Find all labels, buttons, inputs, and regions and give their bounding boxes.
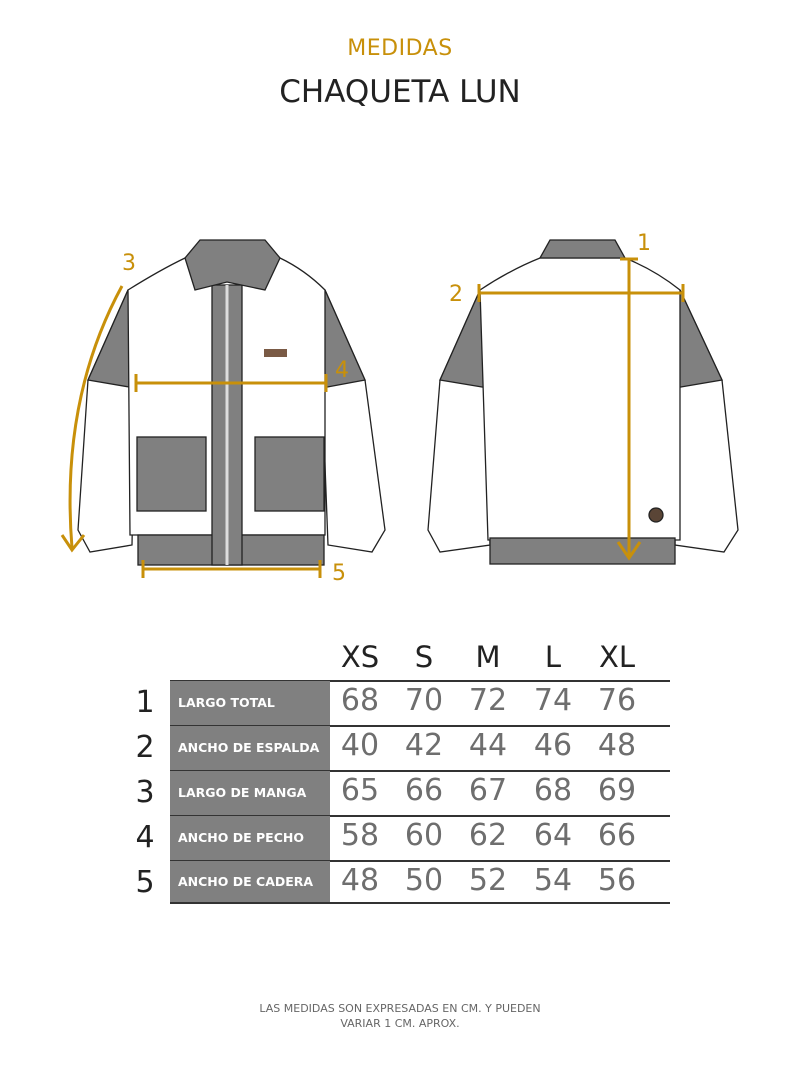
row-number: 3 xyxy=(135,775,155,810)
table-row: 4 ANCHO DE PECHO 58 60 62 64 66 xyxy=(130,816,670,860)
measure-value: 60 xyxy=(404,818,444,853)
measure-value: 66 xyxy=(404,773,444,808)
jacket-back xyxy=(427,239,739,565)
divider xyxy=(170,902,670,904)
measure-value: 74 xyxy=(533,683,573,718)
size-header: M xyxy=(475,640,501,674)
measure-value: 40 xyxy=(340,728,380,763)
measure-value: 72 xyxy=(468,683,508,718)
measure-value: 76 xyxy=(597,683,637,718)
divider xyxy=(170,725,670,727)
measure-value: 48 xyxy=(597,728,637,763)
size-header: XL xyxy=(598,640,636,674)
footer-line: LAS MEDIDAS SON EXPRESADAS EN CM. Y PUED… xyxy=(259,1002,541,1015)
label-2: 2 xyxy=(449,282,463,307)
measure-label: ANCHO DE ESPALDA xyxy=(170,726,330,770)
footer-line: VARIAR 1 CM. APROX. xyxy=(340,1017,460,1030)
table-row: 1 LARGO TOTAL 68 70 72 74 76 xyxy=(130,681,670,725)
jacket-front xyxy=(77,239,386,566)
measure-value: 65 xyxy=(340,773,380,808)
measure-value: 56 xyxy=(597,863,637,898)
divider xyxy=(170,770,670,772)
label-4: 4 xyxy=(335,358,349,383)
measure-lines xyxy=(60,257,685,578)
table-row: 5 ANCHO DE CADERA 48 50 52 54 56 xyxy=(130,861,670,902)
measure-value: 70 xyxy=(404,683,444,718)
divider xyxy=(170,815,670,817)
row-number: 5 xyxy=(135,865,155,900)
row-number: 1 xyxy=(135,685,155,720)
measure-value: 68 xyxy=(533,773,573,808)
measure-value: 68 xyxy=(340,683,380,718)
footer-note: LAS MEDIDAS SON EXPRESADAS EN CM. Y PUED… xyxy=(0,1001,800,1031)
jacket-diagram: 3 4 5 1 2 xyxy=(60,231,739,586)
measure-label: ANCHO DE PECHO xyxy=(170,816,330,860)
measure-value: 44 xyxy=(468,728,508,763)
label-1: 1 xyxy=(637,231,651,256)
divider xyxy=(170,860,670,862)
measure-value: 48 xyxy=(340,863,380,898)
table-row: 2 ANCHO DE ESPALDA 40 42 44 46 48 xyxy=(130,726,670,770)
label-3: 3 xyxy=(122,251,136,276)
size-header: S xyxy=(414,640,434,674)
measure-label: LARGO DE MANGA xyxy=(170,771,330,815)
size-header: XS xyxy=(340,640,380,674)
measure-value: 69 xyxy=(597,773,637,808)
measure-value: 52 xyxy=(468,863,508,898)
size-header: L xyxy=(544,640,562,674)
measure-value: 58 xyxy=(340,818,380,853)
measure-value: 54 xyxy=(533,863,573,898)
measure-value: 46 xyxy=(533,728,573,763)
measure-value: 66 xyxy=(597,818,637,853)
measure-value: 67 xyxy=(468,773,508,808)
measure-value: 64 xyxy=(533,818,573,853)
measure-value: 50 xyxy=(404,863,444,898)
label-5: 5 xyxy=(332,561,346,586)
measure-label: ANCHO DE CADERA xyxy=(170,861,330,902)
measure-value: 42 xyxy=(404,728,444,763)
divider xyxy=(170,680,670,682)
row-number: 2 xyxy=(135,730,155,765)
page-title: CHAQUETA LUN xyxy=(279,74,521,110)
measure-label: LARGO TOTAL xyxy=(170,681,330,725)
row-number: 4 xyxy=(135,820,155,855)
table-row: 3 LARGO DE MANGA 65 66 67 68 69 xyxy=(130,771,670,815)
section-kicker: MEDIDAS xyxy=(347,36,453,61)
measure-value: 62 xyxy=(468,818,508,853)
